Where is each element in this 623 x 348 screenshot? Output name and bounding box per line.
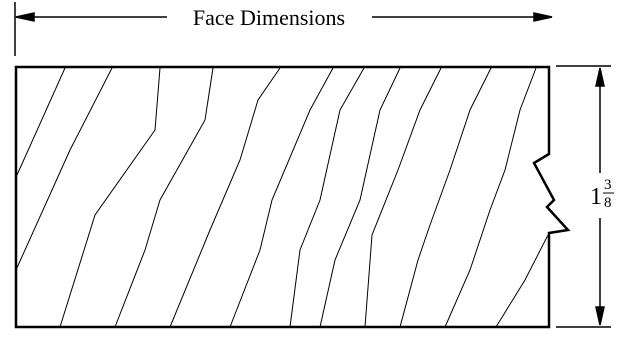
top-arrowhead [595, 67, 605, 87]
thickness-label: 1 3 8 [590, 177, 614, 211]
thickness-whole: 1 [590, 184, 602, 210]
board-outline [14, 65, 571, 329]
wood-grain [15, 67, 549, 328]
bottom-arrowhead [595, 306, 605, 326]
face-dimensions-label: Face Dimensions [193, 5, 345, 30]
right-arrowhead [533, 12, 553, 22]
face-dimension-line [15, 12, 553, 22]
thickness-denominator: 8 [604, 195, 612, 211]
thickness-dimension-line [595, 67, 605, 326]
left-arrowhead [15, 12, 35, 22]
thickness-numerator: 3 [604, 177, 612, 193]
